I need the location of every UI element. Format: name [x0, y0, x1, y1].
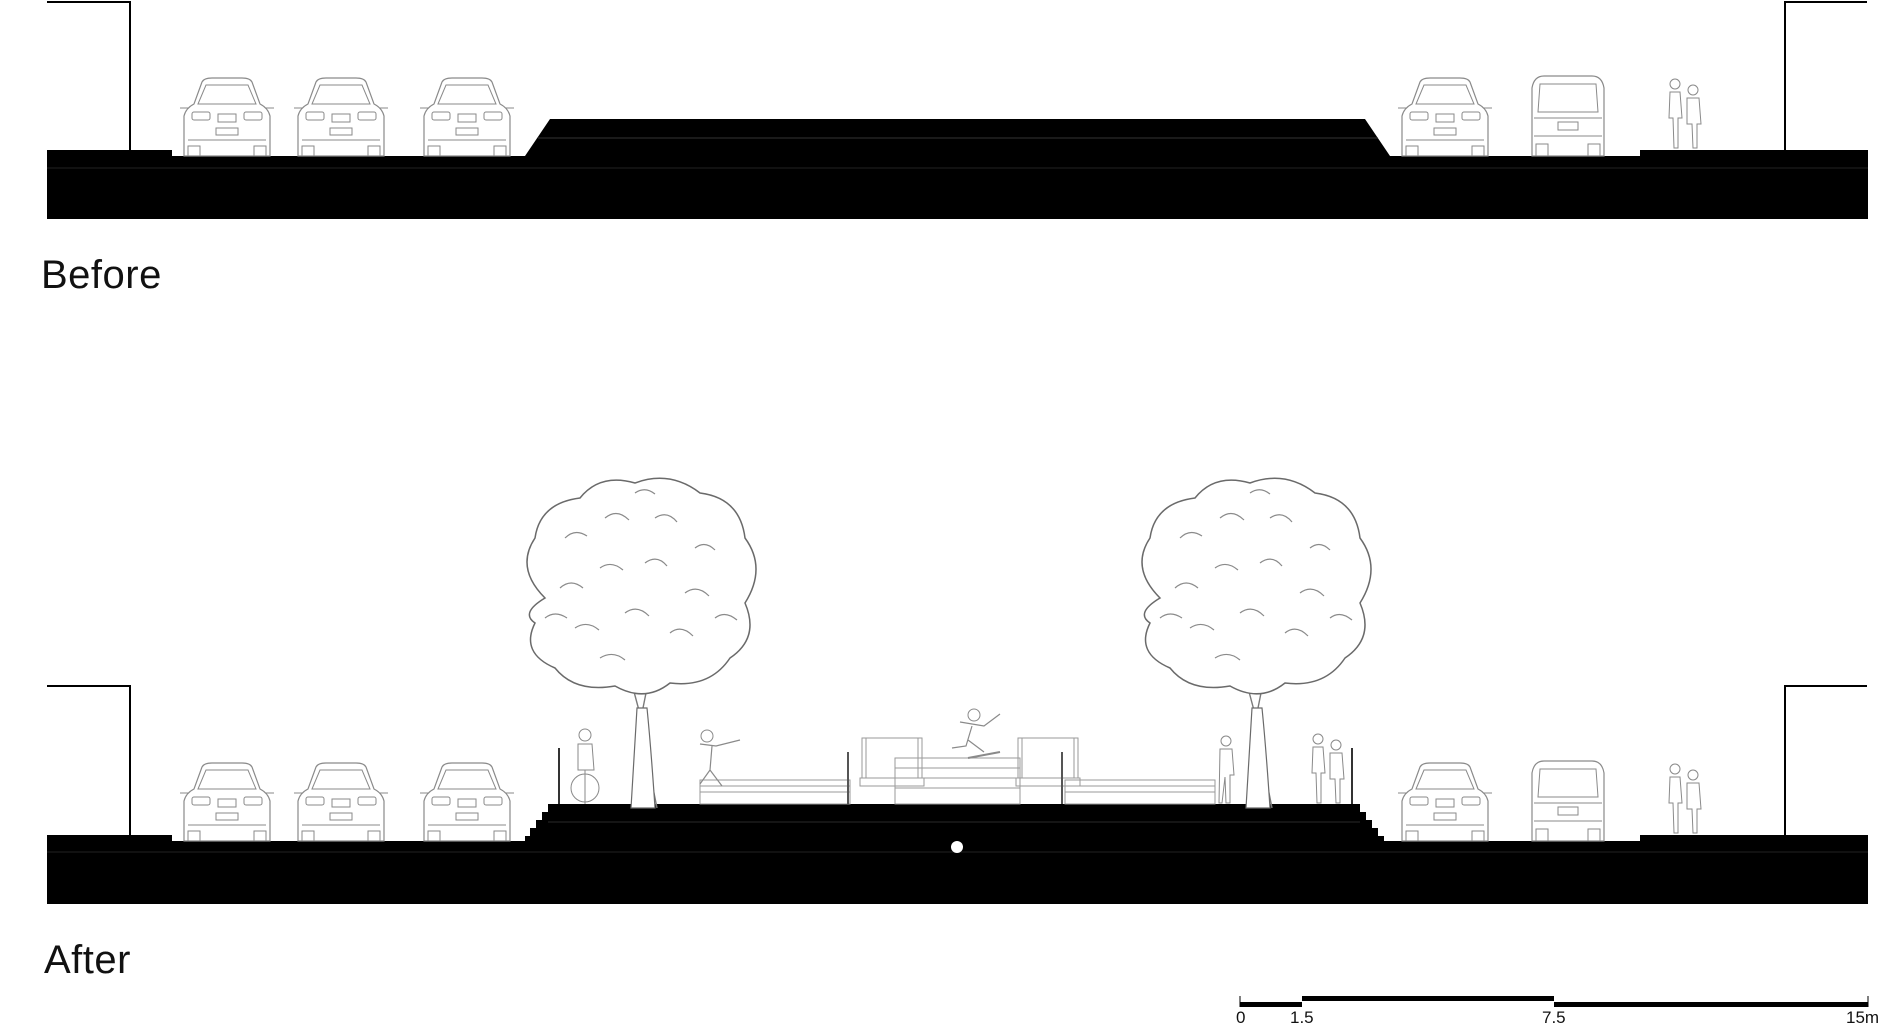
bench-icon	[1015, 737, 1081, 787]
scale-bar	[1239, 996, 1869, 1007]
ground-mass	[47, 804, 1868, 904]
scale-tick-label: 15m	[1846, 1008, 1880, 1027]
bench-icon	[859, 737, 925, 787]
before-section	[47, 1, 1868, 219]
car-front-icon	[179, 762, 275, 842]
tree-icon	[1141, 477, 1372, 809]
building-left-edge	[47, 685, 131, 835]
underground-point	[951, 841, 963, 853]
skateboarder-icon	[951, 708, 1001, 759]
car-front-icon	[419, 77, 515, 157]
car-front-icon	[293, 77, 389, 157]
pedestrian-icon	[1218, 735, 1235, 804]
scale-tick-label: 0	[1236, 1008, 1246, 1027]
ground-mass	[47, 119, 1868, 219]
car-front-icon	[179, 77, 275, 157]
building-right-edge	[1784, 685, 1867, 835]
pedestrian-icon	[1311, 733, 1345, 804]
tree-icon	[526, 477, 757, 809]
car-front-icon	[1397, 77, 1493, 157]
pedestrian-icon	[1668, 78, 1702, 149]
car-front-icon	[293, 762, 389, 842]
section-label-after: After	[44, 938, 131, 982]
after-section	[47, 477, 1868, 904]
building-left-edge	[47, 1, 131, 150]
skateboarder-icon	[699, 729, 741, 787]
van-rear-icon	[1531, 760, 1605, 842]
car-front-icon	[419, 762, 515, 842]
plaza-furniture	[699, 737, 1216, 805]
scale-tick-label: 7.5	[1542, 1008, 1566, 1027]
car-front-icon	[1397, 762, 1493, 842]
building-right-edge	[1784, 1, 1867, 150]
pedestrian-icon	[1668, 763, 1702, 834]
scale-tick-label: 1.5	[1290, 1008, 1314, 1027]
cyclist-icon	[570, 728, 600, 804]
section-label-before: Before	[41, 253, 162, 297]
van-rear-icon	[1531, 75, 1605, 157]
